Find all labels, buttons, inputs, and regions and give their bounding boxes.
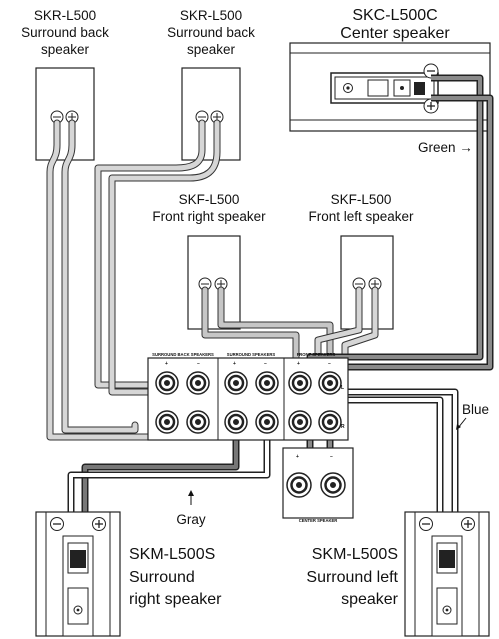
desc-text: Front right speaker xyxy=(152,209,266,224)
row-right-text: R xyxy=(341,424,345,430)
label-surround-back-left: SKR-L500 Surround back speaker xyxy=(167,8,255,57)
minus-text: – xyxy=(264,361,267,367)
surround-back-section-title: SURROUND BACK SPEAKERS xyxy=(152,352,214,357)
surround-section-title: SURROUND SPEAKERS xyxy=(227,352,276,357)
desc-text: speaker xyxy=(341,591,399,608)
model-text: SKM-L500S xyxy=(129,546,215,563)
minus-text: – xyxy=(330,454,333,460)
model-text: SKF-L500 xyxy=(179,192,240,207)
screw-icon xyxy=(343,83,353,93)
front-section-title: FRONT SPEAKERS xyxy=(297,352,336,357)
desc-text: speaker xyxy=(187,42,236,57)
speaker-surround-right xyxy=(35,511,121,637)
desc-text: right speaker xyxy=(129,591,222,608)
label-front-left: SKF-L500 Front left speaker xyxy=(308,192,414,224)
label-surround-back-right: SKR-L500 Surround back speaker xyxy=(21,8,109,57)
desc-text: Surround left xyxy=(306,569,398,586)
center-section-title: CENTER SPEAKER xyxy=(299,518,338,523)
screw-icon xyxy=(73,605,83,615)
plus-text: + xyxy=(233,361,236,367)
binding-post-row-top xyxy=(155,371,342,395)
label-center: SKC-L500C Center speaker xyxy=(340,7,450,42)
gray-label-text: Gray xyxy=(176,512,206,527)
blue-label-text: Blue xyxy=(462,402,489,417)
binding-post-row-bottom xyxy=(155,410,342,434)
plus-text: + xyxy=(165,361,168,367)
terminal-panel: SURROUND BACK SPEAKERS SURROUND SPEAKERS… xyxy=(147,352,349,441)
label-surround-right: SKM-L500S Surround right speaker xyxy=(129,546,222,608)
model-text: SKF-L500 xyxy=(331,192,392,207)
speaker-surround-left xyxy=(404,511,490,637)
desc-text: Center speaker xyxy=(340,25,450,42)
desc-text: Surround back xyxy=(167,25,255,40)
minus-text: – xyxy=(328,361,331,367)
gray-wire-label: Gray xyxy=(176,490,206,527)
desc-text: Front left speaker xyxy=(308,209,414,224)
speaker-front-left xyxy=(340,235,394,330)
center-terminal-panel: + – CENTER SPEAKER xyxy=(282,447,354,523)
speaker-surround-back-left xyxy=(181,67,241,161)
row-left-text: L xyxy=(341,385,344,391)
desc-text: Surround back xyxy=(21,25,109,40)
label-surround-left: SKM-L500S Surround left speaker xyxy=(306,546,398,608)
speaker-front-right xyxy=(187,235,241,330)
blue-wire-label: Blue xyxy=(456,402,489,430)
model-text: SKC-L500C xyxy=(352,7,437,24)
model-text: SKR-L500 xyxy=(180,8,242,23)
plus-text: + xyxy=(296,454,299,460)
desc-text: speaker xyxy=(41,42,90,57)
speaker-center xyxy=(289,42,491,132)
model-text: SKM-L500S xyxy=(312,546,398,563)
screw-icon xyxy=(442,605,452,615)
plus-text: + xyxy=(297,361,300,367)
minus-text: – xyxy=(197,361,200,367)
green-wire-label: Green → xyxy=(418,140,473,155)
desc-text: Surround xyxy=(129,569,195,586)
label-front-right: SKF-L500 Front right speaker xyxy=(152,192,266,224)
speaker-surround-back-right xyxy=(35,67,95,161)
model-text: SKR-L500 xyxy=(34,8,96,23)
